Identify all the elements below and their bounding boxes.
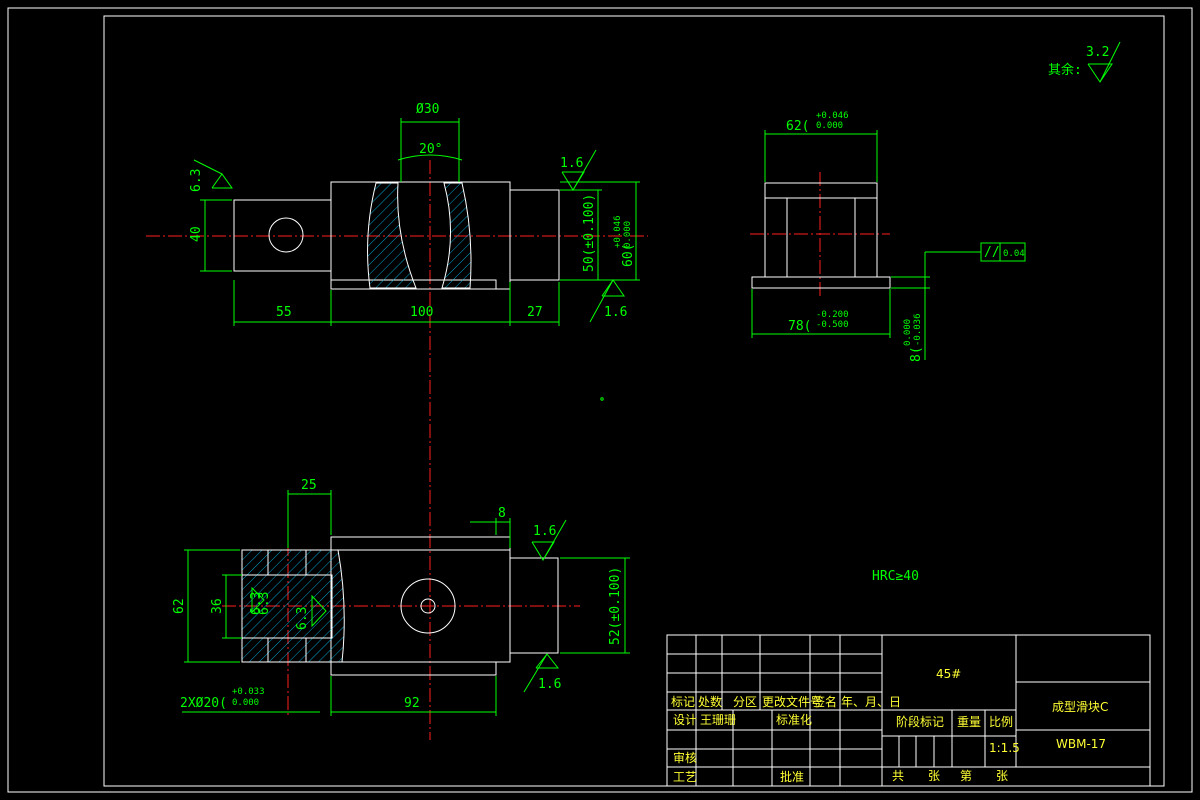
dim-8-side: 8( <box>909 346 924 362</box>
drawing-no: WBM-17 <box>1056 737 1106 751</box>
dim-angle20: 20° <box>419 142 442 157</box>
sheet-no: 第 <box>960 769 972 783</box>
rough-top-view-bottom: 1.6 <box>538 677 561 692</box>
designer: 王珊珊 <box>700 713 736 727</box>
front-view: Ø30 20° 6.3 40 55 100 27 1.6 1.6 50(±0.1… <box>146 102 648 740</box>
material: 45# <box>936 667 961 681</box>
dim-8-tol-upper: 0.000 <box>903 319 913 346</box>
dim-holes: 2XØ20( <box>180 696 227 711</box>
dim-92: 92 <box>404 696 420 711</box>
dim-36: 36 <box>210 598 225 614</box>
dim-78-tol-lower: -0.500 <box>816 320 849 330</box>
process: 工艺 <box>673 770 697 784</box>
dim-55: 55 <box>276 305 292 320</box>
hdr-4: 签名 <box>813 694 837 709</box>
parallel-value: 0.04 <box>1003 249 1025 259</box>
scale-label: 比例 <box>989 715 1013 729</box>
dim-62-side: 62( <box>786 119 809 134</box>
general-roughness-note: 其余: 3.2 <box>1048 41 1121 83</box>
roughness-prefix: 其余: <box>1048 62 1082 78</box>
dim-78: 78( <box>788 319 811 334</box>
rough-inner-c: 6.3 <box>295 607 310 630</box>
title-block: 45# 成型滑块C WBM-17 1:1.5 标记 处数 分区 更改文件号 签名… <box>666 634 1151 787</box>
hdr-1: 处数 <box>698 694 722 709</box>
dim-52: 52(±0.100) <box>608 567 623 645</box>
dim-60: 60( <box>621 244 636 267</box>
dim-62-tol-upper: +0.046 <box>816 111 849 121</box>
sheet-unit-b: 张 <box>996 769 1008 783</box>
dim-62-tol-lower: 0.000 <box>816 121 843 131</box>
top-view: 25 8 1.6 1.6 6.3 6.3 6.3 62 36 52(±0.100… <box>172 478 919 718</box>
rough-front-top: 1.6 <box>560 156 583 171</box>
weight: 重量 <box>957 715 981 729</box>
standardize: 标准化 <box>776 713 812 727</box>
dim-holes-tol-lower: 0.000 <box>232 698 259 708</box>
outer-frame <box>7 7 1193 793</box>
inner-frame <box>103 15 1165 787</box>
sheet-total: 共 <box>892 769 904 783</box>
dim-60-tol-upper: +0.046 <box>613 215 623 248</box>
row-design: 设计 <box>673 713 697 727</box>
scale: 1:1.5 <box>989 741 1020 755</box>
part-name: 成型滑块C <box>1052 700 1108 714</box>
dim-dia30: Ø30 <box>416 102 439 117</box>
approve: 批准 <box>780 769 804 784</box>
dim-8-tol-lower: -0.036 <box>913 313 923 346</box>
parallel-symbol: // <box>984 245 1000 260</box>
dim-62-top: 62 <box>172 598 187 614</box>
rough-front-left: 6.3 <box>189 169 204 192</box>
dim-60-tol-lower: 0.000 <box>623 221 633 248</box>
hdr-3: 更改文件号 <box>762 694 822 709</box>
roughness-value: 3.2 <box>1086 45 1109 60</box>
rough-top-view-top: 1.6 <box>533 524 556 539</box>
hdr-0: 标记 <box>671 695 695 709</box>
rough-front-bottom: 1.6 <box>604 305 627 320</box>
dim-78-tol-upper: -0.200 <box>816 310 849 320</box>
dim-100: 100 <box>410 305 433 320</box>
dim-8-top: 8 <box>498 506 506 521</box>
stage-mark: 阶段标记 <box>896 714 944 729</box>
sheet-unit-a: 张 <box>928 769 940 783</box>
dim-27: 27 <box>527 305 543 320</box>
hdr-2: 分区 <box>733 695 757 709</box>
rough-inner-a: 6.3 <box>249 592 264 615</box>
side-view: 62( +0.046 0.000 78( -0.200 -0.500 8( 0.… <box>750 111 1026 362</box>
dim-holes-tol-upper: +0.033 <box>232 687 265 697</box>
hardness-note: HRC≥40 <box>872 569 919 584</box>
dim-50: 50(±0.100) <box>582 194 597 272</box>
dim-25: 25 <box>301 478 317 493</box>
review: 审核 <box>673 750 697 765</box>
dim-height40: 40 <box>189 226 204 242</box>
hdr-5: 年、月、日 <box>841 695 901 709</box>
